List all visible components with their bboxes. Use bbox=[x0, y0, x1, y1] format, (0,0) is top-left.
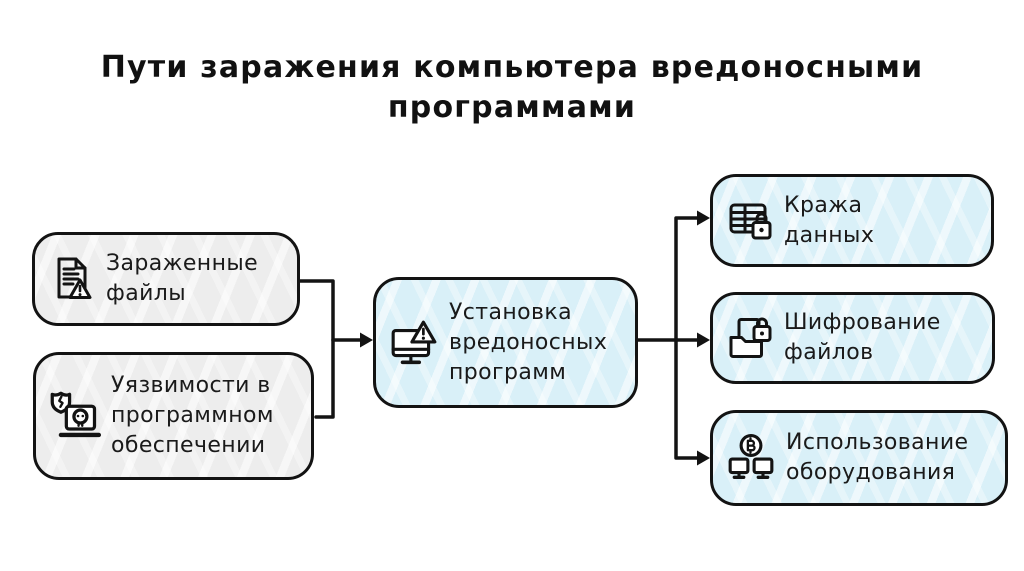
document-warning-icon bbox=[48, 255, 96, 303]
page-title: Пути заражения компьютера вредоносными п… bbox=[100, 50, 924, 125]
node-label: Шифрование файлов bbox=[784, 310, 941, 365]
monitor-warning-icon bbox=[389, 318, 439, 368]
arrowhead-hardware-usage bbox=[697, 450, 710, 466]
node-folder-lock: Шифрование файлов bbox=[710, 292, 995, 384]
laptop-malware-shield-icon bbox=[49, 390, 101, 442]
node-label: Уязвимости в программном обеспечении bbox=[111, 373, 274, 458]
node-software-vulnerabilities: Уязвимости в программном обеспечении bbox=[33, 352, 314, 480]
arrowhead-data-theft bbox=[697, 210, 710, 226]
node-label: Зараженные файлы bbox=[106, 251, 259, 306]
node-data-theft: Кража данных bbox=[710, 174, 994, 267]
node-malware-installation: Установка вредоносных программ bbox=[373, 277, 638, 408]
node-label: Установка вредоносных программ bbox=[449, 299, 608, 385]
folder-lock-icon bbox=[726, 314, 774, 362]
arrowhead-file-encryption bbox=[697, 332, 710, 348]
arrowhead-installation bbox=[360, 332, 373, 348]
connector-right-branch bbox=[674, 216, 701, 460]
node-hardware-usage: Использование оборудования bbox=[710, 410, 1008, 506]
node-label: Использование оборудования bbox=[786, 430, 969, 485]
database-lock-icon bbox=[726, 197, 774, 245]
node-label: Кража данных bbox=[784, 192, 875, 248]
node-infected-files: Зараженные файлы bbox=[32, 232, 300, 326]
crypto-mining-icon bbox=[726, 433, 776, 483]
